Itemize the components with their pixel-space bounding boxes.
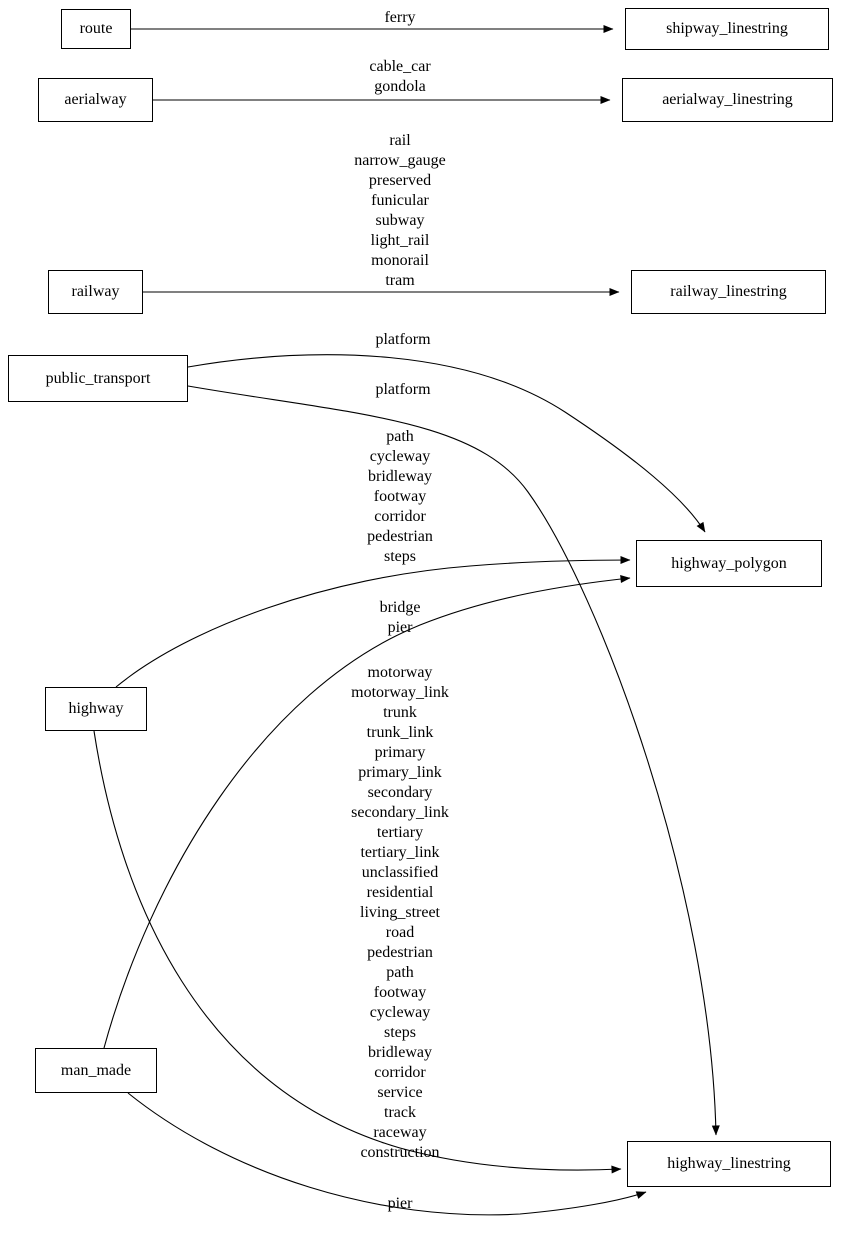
- node-aerialway: aerialway: [38, 78, 153, 122]
- edge-label-platform-polygon: platform: [375, 331, 431, 348]
- edge-label-path-types: path cycleway bridleway footway corridor…: [367, 428, 433, 565]
- node-highway-polygon: highway_polygon: [636, 540, 822, 587]
- edge-label-rail-types: rail narrow_gauge preserved funicular su…: [354, 132, 446, 289]
- edge-label-motorway-types: motorway motorway_link trunk trunk_link …: [351, 664, 449, 1161]
- node-route-label: route: [79, 20, 113, 37]
- edge-highway-highway-polygon: [115, 556, 631, 688]
- node-aerialway-linestring-label: aerialway_linestring: [662, 91, 793, 108]
- edge-man-made-highway-linestring: [127, 1092, 647, 1216]
- edge-label-platform-linestring: platform: [375, 381, 431, 398]
- node-shipway-linestring-label: shipway_linestring: [666, 20, 788, 37]
- node-shipway-linestring: shipway_linestring: [625, 8, 829, 50]
- node-aerialway-label: aerialway: [64, 91, 127, 108]
- node-route: route: [61, 9, 131, 49]
- node-railway: railway: [48, 270, 143, 314]
- node-highway-label: highway: [68, 700, 124, 717]
- edge-public-transport-highway-linestring: [187, 385, 720, 1136]
- edge-label-bridge-pier: bridge pier: [379, 599, 421, 636]
- node-man-made-label: man_made: [60, 1061, 132, 1079]
- edge-man-made-highway-polygon: [103, 575, 631, 1049]
- node-man-made: man_made: [35, 1048, 157, 1093]
- node-railway-label: railway: [71, 283, 120, 300]
- node-highway-linestring: highway_linestring: [627, 1141, 831, 1187]
- node-railway-linestring-label: railway_linestring: [670, 283, 787, 300]
- node-highway-linestring-label: highway_linestring: [667, 1155, 791, 1172]
- node-public-transport-label: public_transport: [45, 369, 151, 387]
- edge-label-cable-car-gondola: cable_car gondola: [369, 58, 431, 95]
- node-railway-linestring: railway_linestring: [631, 270, 826, 314]
- node-highway-polygon-label: highway_polygon: [671, 554, 787, 572]
- node-public-transport: public_transport: [8, 355, 188, 402]
- edge-public-transport-highway-polygon: [187, 354, 706, 533]
- edge-label-pier: pier: [387, 1195, 413, 1212]
- edge-highway-highway-linestring: [93, 730, 622, 1174]
- edge-label-ferry: ferry: [384, 9, 416, 26]
- node-highway: highway: [45, 687, 147, 731]
- node-aerialway-linestring: aerialway_linestring: [622, 78, 833, 122]
